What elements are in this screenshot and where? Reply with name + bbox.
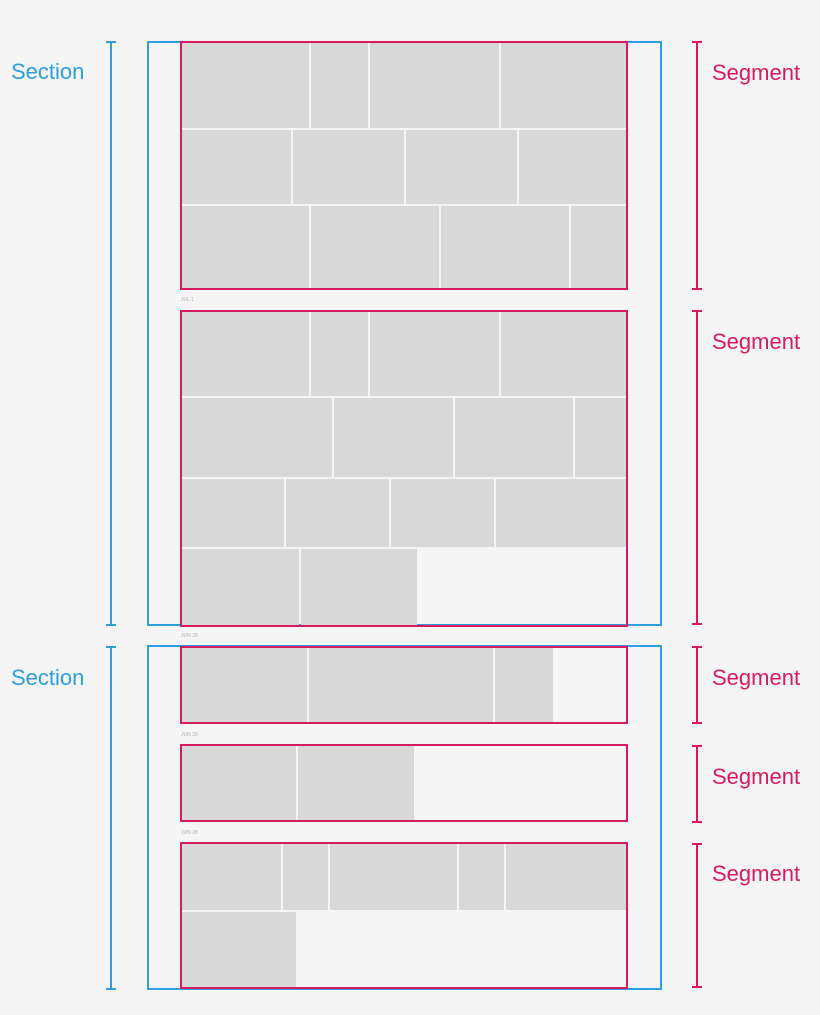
photo-thumbnail[interactable] bbox=[370, 312, 499, 396]
photo-thumbnail[interactable] bbox=[182, 479, 284, 547]
segment-box bbox=[180, 744, 628, 822]
photo-thumbnail[interactable] bbox=[293, 130, 404, 204]
photo-thumbnail[interactable] bbox=[182, 648, 307, 722]
photo-thumbnail[interactable] bbox=[495, 648, 553, 722]
photo-thumbnail[interactable] bbox=[501, 43, 626, 128]
photo-thumbnail[interactable] bbox=[506, 844, 626, 910]
photo-thumbnail[interactable] bbox=[571, 206, 626, 288]
photo-thumbnail[interactable] bbox=[441, 206, 569, 288]
photo-thumbnail[interactable] bbox=[182, 130, 291, 204]
photo-thumbnail[interactable] bbox=[182, 746, 296, 820]
photo-thumbnail[interactable] bbox=[298, 746, 414, 820]
photo-thumbnail[interactable] bbox=[501, 312, 626, 396]
segment-box bbox=[180, 646, 628, 724]
photo-thumbnail[interactable] bbox=[575, 398, 626, 477]
segment-label: Segment bbox=[712, 329, 801, 354]
section-bracket bbox=[106, 646, 116, 990]
segment-label: Segment bbox=[712, 665, 801, 690]
photo-thumbnail[interactable] bbox=[519, 130, 626, 204]
segment-bracket bbox=[692, 745, 702, 823]
segment-label: Segment bbox=[712, 764, 801, 789]
segment-bracket bbox=[692, 843, 702, 988]
photo-thumbnail[interactable] bbox=[182, 398, 332, 477]
photo-thumbnail[interactable] bbox=[182, 844, 281, 910]
segment-label: Segment bbox=[712, 60, 801, 85]
segment-box bbox=[180, 41, 628, 290]
photo-thumbnail[interactable] bbox=[309, 648, 493, 722]
photo-thumbnail[interactable] bbox=[330, 844, 457, 910]
photo-thumbnail[interactable] bbox=[391, 479, 494, 547]
photo-thumbnail[interactable] bbox=[182, 206, 309, 288]
photo-thumbnail[interactable] bbox=[334, 398, 453, 477]
date-header: JUN 29 bbox=[181, 732, 198, 738]
photo-thumbnail[interactable] bbox=[455, 398, 573, 477]
section-bracket bbox=[106, 41, 116, 626]
segment-bracket bbox=[692, 646, 702, 724]
photo-thumbnail[interactable] bbox=[370, 43, 499, 128]
photo-thumbnail[interactable] bbox=[311, 312, 368, 396]
segment-label: Segment bbox=[712, 861, 801, 886]
date-header: JUL 1 bbox=[181, 297, 194, 303]
date-header: JUN 28 bbox=[181, 830, 198, 836]
photo-thumbnail[interactable] bbox=[496, 479, 626, 547]
photo-thumbnail[interactable] bbox=[311, 206, 439, 288]
segment-box bbox=[180, 842, 628, 989]
photo-thumbnail[interactable] bbox=[182, 312, 309, 396]
segment-bracket bbox=[692, 310, 702, 625]
section-label: Section bbox=[11, 59, 85, 84]
photo-thumbnail[interactable] bbox=[406, 130, 517, 204]
photo-thumbnail[interactable] bbox=[283, 844, 328, 910]
photo-thumbnail[interactable] bbox=[311, 43, 368, 128]
segment-bracket bbox=[692, 41, 702, 290]
segment-box bbox=[180, 310, 628, 627]
photo-thumbnail[interactable] bbox=[182, 43, 309, 128]
photo-thumbnail[interactable] bbox=[286, 479, 389, 547]
photo-thumbnail[interactable] bbox=[459, 844, 504, 910]
section-label: Section bbox=[11, 665, 85, 690]
date-header: JUN 28 bbox=[181, 633, 198, 639]
photo-thumbnail[interactable] bbox=[182, 549, 299, 625]
photo-thumbnail[interactable] bbox=[182, 912, 296, 987]
photo-thumbnail[interactable] bbox=[301, 549, 417, 625]
